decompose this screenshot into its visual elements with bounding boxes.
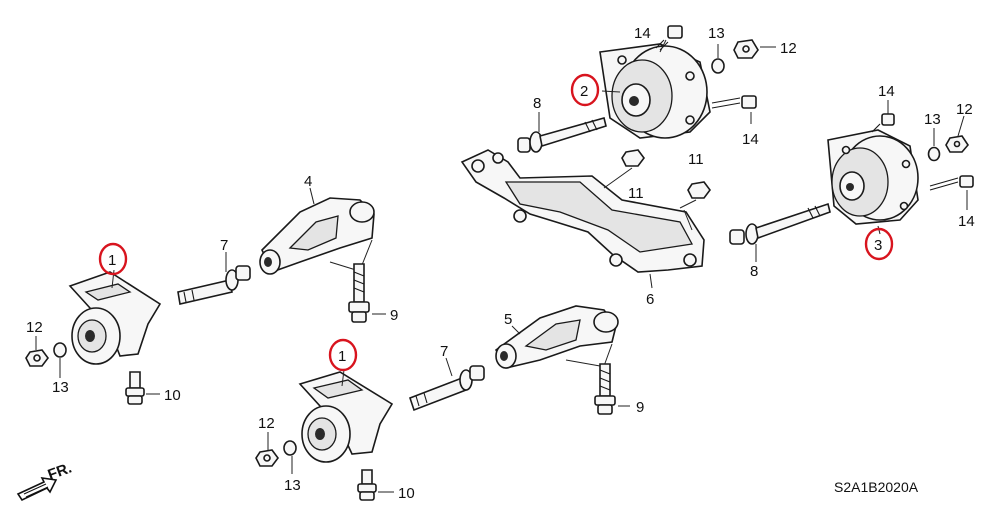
front-direction-arrow bbox=[16, 476, 58, 502]
bolt-14-mount-2-side[interactable] bbox=[711, 95, 757, 109]
callout-10-lower[interactable]: 10 bbox=[398, 485, 415, 502]
callout-13-right[interactable]: 13 bbox=[924, 111, 941, 128]
highlight-ring-1-upper bbox=[98, 242, 128, 276]
callout-12-left-lower[interactable]: 12 bbox=[258, 415, 275, 432]
callout-5[interactable]: 5 bbox=[504, 311, 512, 328]
callout-1-upper[interactable]: 1 bbox=[108, 252, 116, 269]
callout-11-lower[interactable]: 11 bbox=[688, 151, 704, 168]
nut-11-upper[interactable] bbox=[621, 149, 645, 167]
callout-12-left-upper[interactable]: 12 bbox=[26, 319, 43, 336]
callout-11-upper[interactable]: 11 bbox=[628, 185, 644, 202]
bolt-7-upper[interactable] bbox=[177, 265, 251, 305]
mount-2[interactable] bbox=[599, 43, 711, 139]
bracket-4[interactable] bbox=[259, 197, 375, 275]
bolt-14-right-side[interactable] bbox=[929, 175, 974, 191]
front-direction-label: FR. bbox=[46, 460, 75, 484]
bracket-5[interactable] bbox=[494, 305, 619, 369]
callout-8-upper[interactable]: 8 bbox=[533, 95, 541, 112]
callout-14-top[interactable]: 14 bbox=[634, 25, 651, 42]
highlight-ring-2 bbox=[570, 73, 600, 107]
callout-14-right-top[interactable]: 14 bbox=[878, 83, 895, 100]
bolt-9-upper[interactable] bbox=[348, 263, 370, 323]
callout-10-upper[interactable]: 10 bbox=[164, 387, 181, 404]
bolt-10-lower[interactable] bbox=[357, 469, 377, 501]
callout-14-right-side[interactable]: 14 bbox=[958, 213, 975, 230]
callout-12-right[interactable]: 12 bbox=[956, 101, 973, 118]
callout-8-lower[interactable]: 8 bbox=[750, 263, 758, 280]
bolt-14-right-top[interactable] bbox=[871, 113, 895, 133]
bolt-8-lower[interactable] bbox=[729, 202, 831, 245]
mount-1-upper[interactable] bbox=[68, 271, 162, 365]
callout-2[interactable]: 2 bbox=[580, 83, 588, 100]
highlight-ring-3 bbox=[864, 227, 894, 261]
washer-13-right[interactable] bbox=[927, 146, 941, 162]
washer-13-left-upper[interactable] bbox=[53, 342, 67, 358]
washer-13-top[interactable] bbox=[711, 58, 725, 74]
nut-12-top[interactable] bbox=[733, 39, 759, 59]
highlight-ring-1-lower bbox=[328, 338, 358, 372]
callout-4[interactable]: 4 bbox=[304, 173, 312, 190]
mount-1-lower[interactable] bbox=[298, 371, 394, 463]
bolt-8-upper[interactable] bbox=[517, 117, 607, 153]
subframe-6[interactable] bbox=[460, 149, 705, 273]
callout-13-top[interactable]: 13 bbox=[708, 25, 725, 42]
nut-12-left-upper[interactable] bbox=[25, 349, 49, 367]
callout-13-left-lower[interactable]: 13 bbox=[284, 477, 301, 494]
callout-1-lower[interactable]: 1 bbox=[338, 348, 346, 365]
callout-7-lower[interactable]: 7 bbox=[440, 343, 448, 360]
callout-9-lower[interactable]: 9 bbox=[636, 399, 644, 416]
callout-12-top[interactable]: 12 bbox=[780, 40, 797, 57]
callout-3[interactable]: 3 bbox=[874, 237, 882, 254]
callout-9-upper[interactable]: 9 bbox=[390, 307, 398, 324]
bolt-9-lower[interactable] bbox=[594, 363, 616, 415]
bolt-10-upper[interactable] bbox=[125, 371, 145, 405]
mount-3[interactable] bbox=[827, 129, 919, 225]
washer-13-left-lower[interactable] bbox=[283, 440, 297, 456]
nut-11-lower[interactable] bbox=[687, 181, 711, 199]
callout-7-upper[interactable]: 7 bbox=[220, 237, 228, 254]
diagram-code: S2A1B2020A bbox=[834, 479, 919, 495]
callout-6[interactable]: 6 bbox=[646, 291, 654, 308]
callout-13-left-upper[interactable]: 13 bbox=[52, 379, 69, 396]
callout-14-mount-2-side[interactable]: 14 bbox=[742, 131, 759, 148]
nut-12-right[interactable] bbox=[945, 135, 970, 153]
bolt-7-lower[interactable] bbox=[408, 365, 485, 412]
nut-12-left-lower[interactable] bbox=[255, 449, 279, 467]
